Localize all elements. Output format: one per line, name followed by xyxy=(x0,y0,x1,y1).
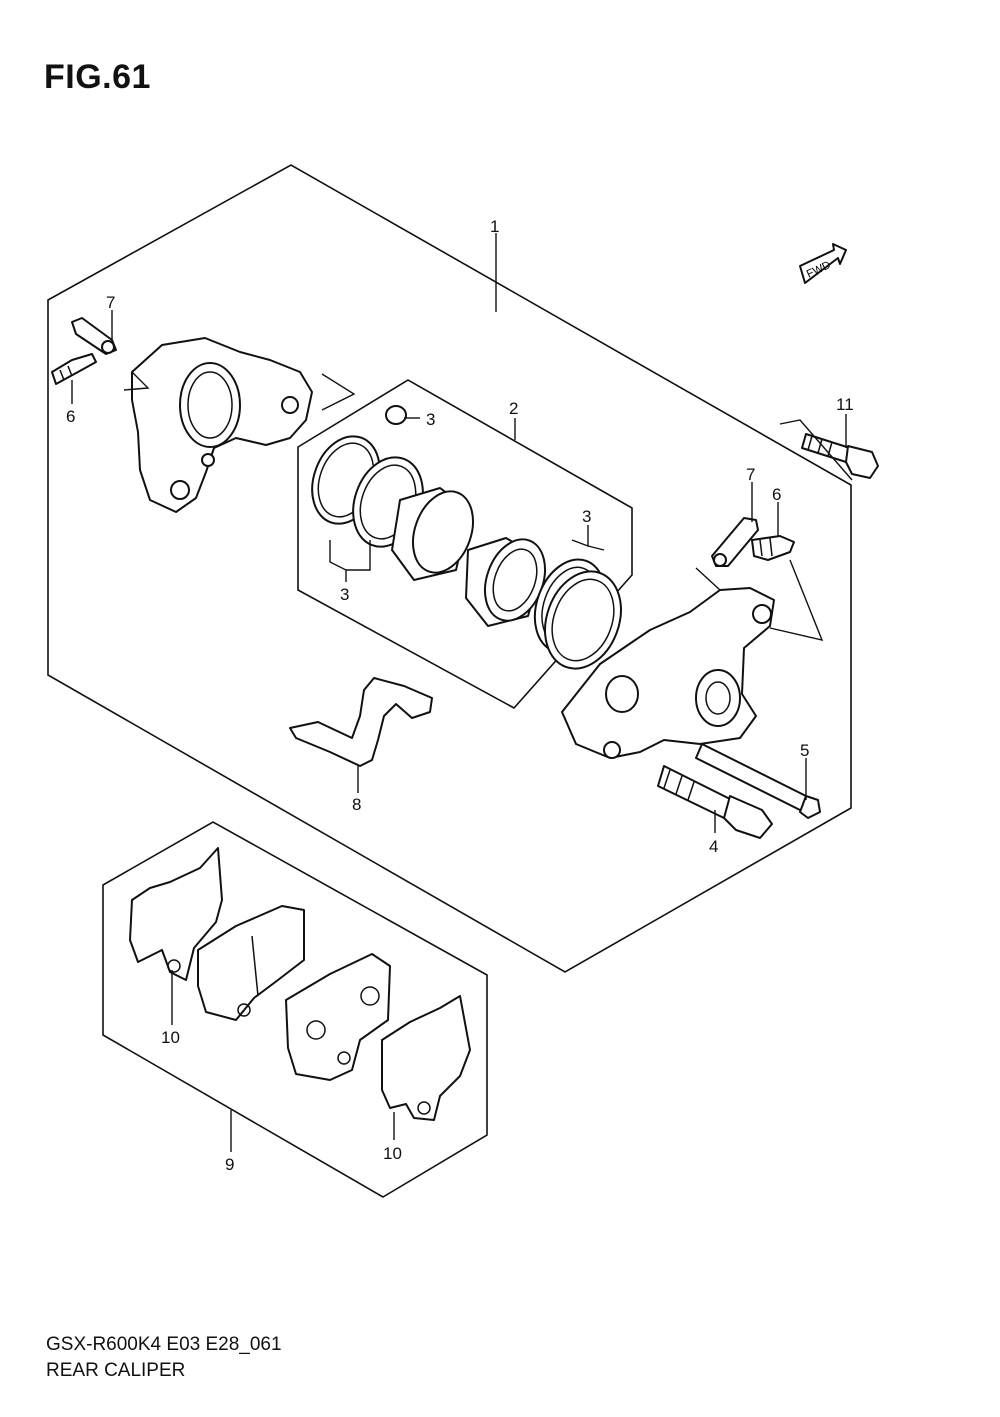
callout-7: 7 xyxy=(106,293,115,312)
brake-pad-right xyxy=(285,953,391,1081)
callout-6: 6 xyxy=(772,485,781,504)
model-code: GSX-R600K4 E03 E28_061 xyxy=(46,1334,282,1355)
mounting-bolt-11 xyxy=(801,433,879,479)
figure-title: FIG.61 xyxy=(44,58,151,96)
caliper-bolt-4 xyxy=(657,765,773,839)
callout-3: 3 xyxy=(582,507,591,526)
assembly-box-pad-set xyxy=(102,821,488,1198)
section-name: REAR CALIPER xyxy=(46,1360,186,1381)
callout-10: 10 xyxy=(161,1028,180,1047)
callout-1: 1 xyxy=(490,217,499,236)
pad-shim-right xyxy=(381,995,471,1121)
callout-9: 9 xyxy=(225,1155,234,1174)
bleeder-cap-right xyxy=(711,517,759,567)
pad-pin-5 xyxy=(695,743,821,819)
bleeder-cap-left xyxy=(71,317,117,355)
fwd-arrow-icon: FWD xyxy=(799,243,847,284)
piston-1 xyxy=(391,487,474,581)
callout-7: 7 xyxy=(746,465,755,484)
o-ring-small xyxy=(385,405,407,425)
assembly-box-caliper xyxy=(47,164,852,973)
callout-5: 5 xyxy=(800,741,809,760)
bleeder-valve-left xyxy=(51,353,97,385)
callout-3: 3 xyxy=(426,410,435,429)
pad-spring-8 xyxy=(289,677,433,767)
pad-shim-left xyxy=(129,847,223,981)
assembly-box-piston-kit xyxy=(297,379,633,710)
callout-11: 11 xyxy=(836,395,854,414)
caliper-housing-right xyxy=(561,587,775,759)
callout-2: 2 xyxy=(509,399,518,418)
piston-seal-4 xyxy=(544,570,622,670)
bleeder-valve-right xyxy=(751,535,795,561)
callout-10: 10 xyxy=(383,1144,402,1163)
leader-lines xyxy=(71,233,853,1152)
caliper-housing-left xyxy=(131,337,313,513)
piston-2 xyxy=(465,537,546,627)
callout-4: 4 xyxy=(709,837,718,856)
callout-8: 8 xyxy=(352,795,361,814)
callout-3: 3 xyxy=(340,585,349,604)
brake-pad-left xyxy=(197,905,305,1021)
callout-6: 6 xyxy=(66,407,75,426)
